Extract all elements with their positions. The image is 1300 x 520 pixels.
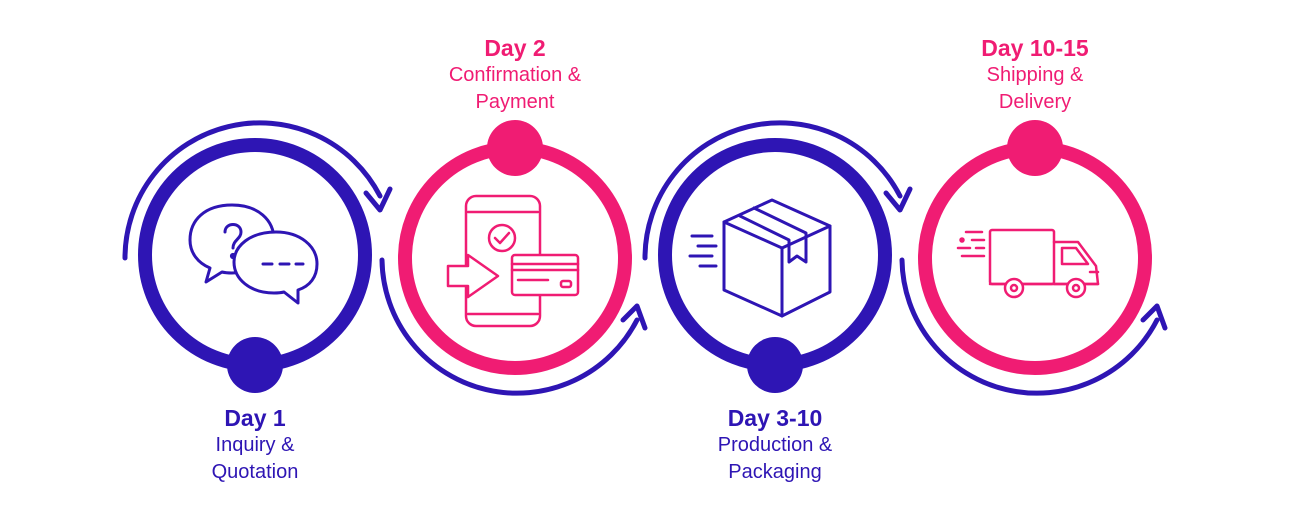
step-2-description: Confirmation & Payment [395,62,635,116]
step-2-circle [379,120,648,396]
step-3-arrowhead [883,186,913,213]
step-2-arrowhead [620,303,648,331]
step-3-description: Production & Packaging [655,432,895,486]
delivery-truck-icon [956,228,1100,299]
step-2-desc-line1: Confirmation & [448,64,582,86]
step-4-outer-arc [899,257,1160,396]
step-3-day: Day 3-10 [727,405,823,431]
step-1-circle [122,120,393,393]
chat-question-icon [188,203,319,305]
phone-card-payment-icon [446,194,580,328]
step-3-dot [747,337,803,393]
step-1-outer-arc [122,120,383,261]
step-1-day: Day 1 [224,405,286,431]
step-4-desc-line1: Shipping & [986,64,1084,86]
step-4-ring [918,141,1152,375]
step-4-arrowhead [1140,303,1168,331]
step-1-desc-line2: Quotation [211,461,299,483]
step-4-label: Day 10-15 Shipping & Delivery [915,34,1155,116]
step-3-label: Day 3-10 Production & Packaging [655,404,895,486]
step-3-circle [642,120,913,393]
step-1-arrowhead [363,186,393,213]
step-3-desc-line1: Production & [717,434,833,456]
step-1-dot [227,337,283,393]
step-4-day: Day 10-15 [981,35,1089,61]
step-4-desc-line2: Delivery [998,91,1072,113]
step-4-circle [899,120,1168,396]
step-3-outer-arc [642,120,903,261]
box-package-icon [688,198,832,318]
step-1-label: Day 1 Inquiry & Quotation [135,404,375,486]
step-2-day: Day 2 [484,35,546,61]
step-4-description: Shipping & Delivery [915,62,1155,116]
step-4-dot [1007,120,1063,176]
step-2-dot [487,120,543,176]
step-2-label: Day 2 Confirmation & Payment [395,34,635,116]
step-2-desc-line2: Payment [475,91,555,113]
step-3-desc-line2: Packaging [728,461,822,483]
step-1-description: Inquiry & Quotation [135,432,375,486]
step-1-desc-line1: Inquiry & [215,434,295,456]
step-2-outer-arc [379,257,640,396]
